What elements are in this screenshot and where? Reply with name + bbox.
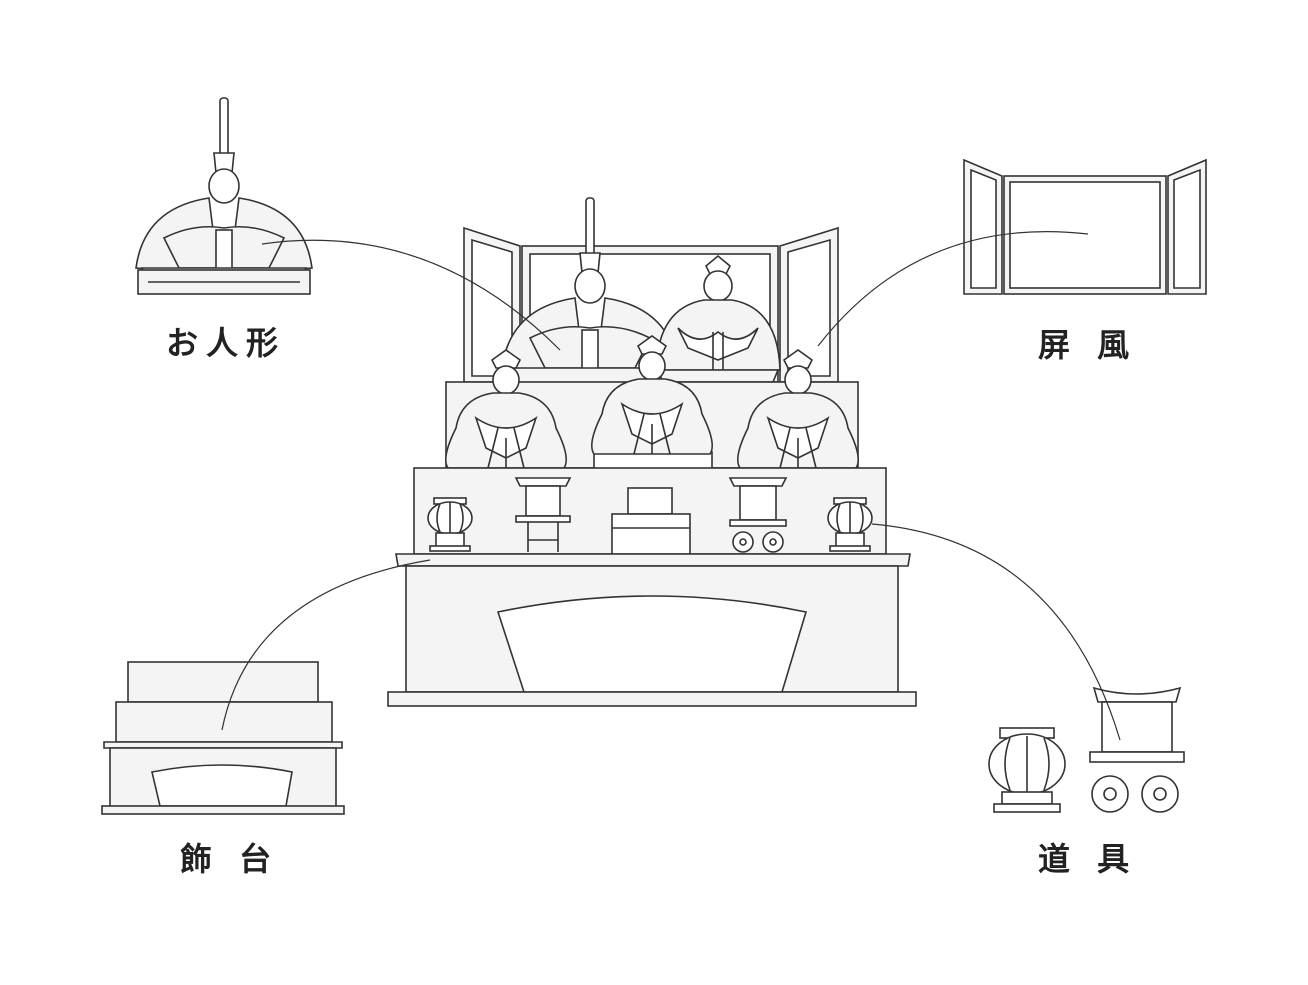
stand-panel [496,595,808,693]
lacquer-boxes [611,487,691,555]
ox-cart-large [1089,686,1185,813]
leader-line-screen [817,231,1089,347]
leader-line-stand [221,559,431,731]
callout-stand-illustration [101,661,345,815]
main-hina-set [387,197,917,707]
label-stand: 飾 台 [180,840,280,878]
callout-tools-illustration [988,686,1185,813]
offering-stand [514,477,572,552]
leader-line-tools [871,523,1121,741]
callout-screen-illustration [963,158,1207,295]
label-dolls: お人形 [166,324,287,362]
leader-line-dolls [261,239,561,351]
label-tools: 道 具 [1038,840,1138,878]
drum-large [988,727,1066,813]
label-screen: 屏 風 [1038,326,1138,364]
callout-dolls-illustration [135,97,313,295]
stand-ledge [395,553,911,567]
stand-base [387,691,917,707]
ox-cart-small [728,477,788,553]
